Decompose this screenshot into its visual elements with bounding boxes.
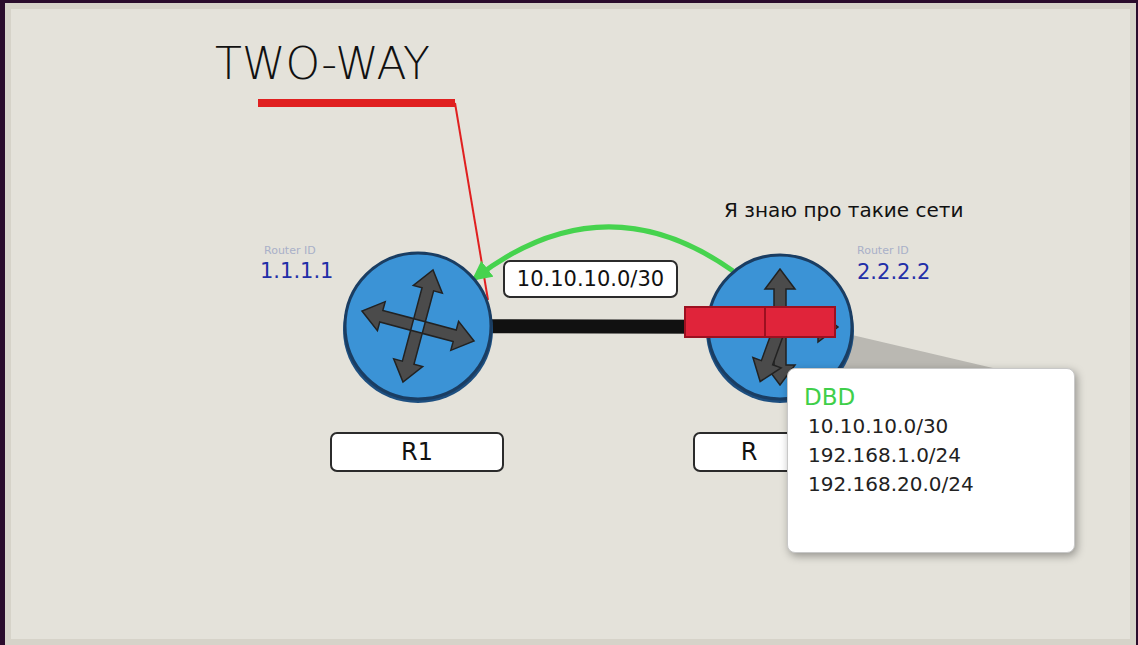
router-arrow — [388, 328, 430, 386]
router-id-caption: Router ID — [264, 244, 316, 257]
red-block-seam — [764, 308, 766, 336]
router-id: 1.1.1.1 — [260, 259, 333, 283]
router-id-caption: Router ID — [857, 244, 909, 257]
router-arrow — [405, 266, 447, 324]
underline — [258, 99, 455, 107]
cloth-background — [8, 6, 1133, 642]
red-block — [685, 307, 835, 337]
box-text: R — [741, 438, 758, 466]
router-arrow — [420, 313, 478, 355]
cable — [492, 319, 707, 334]
router-body — [345, 253, 491, 399]
box-text: 10.10.10.0/30 — [517, 267, 664, 291]
note-text: Я знаю про такие сети — [724, 198, 963, 222]
network-entry: 192.168.1.0/24 — [804, 441, 1058, 470]
network-entry: 192.168.20.0/24 — [804, 470, 1058, 499]
router: Router ID1.1.1.1 — [342, 250, 494, 402]
network-label-box: 10.10.10.0/30 — [503, 260, 678, 298]
cloth-edge — [8, 6, 1133, 642]
popup-heading: DBD — [804, 383, 1058, 412]
router-symbol — [342, 250, 494, 402]
router-id: 2.2.2.2 — [857, 260, 930, 284]
router-name-box: R1 — [330, 432, 504, 472]
router-arrow — [358, 296, 416, 338]
state-title: TWO-WAY — [215, 38, 430, 89]
network-entry: 10.10.10.0/30 — [804, 412, 1058, 441]
dbd-popup: DBD10.10.10.0/30192.168.1.0/24192.168.20… — [787, 368, 1075, 553]
box-text: R1 — [401, 438, 433, 466]
